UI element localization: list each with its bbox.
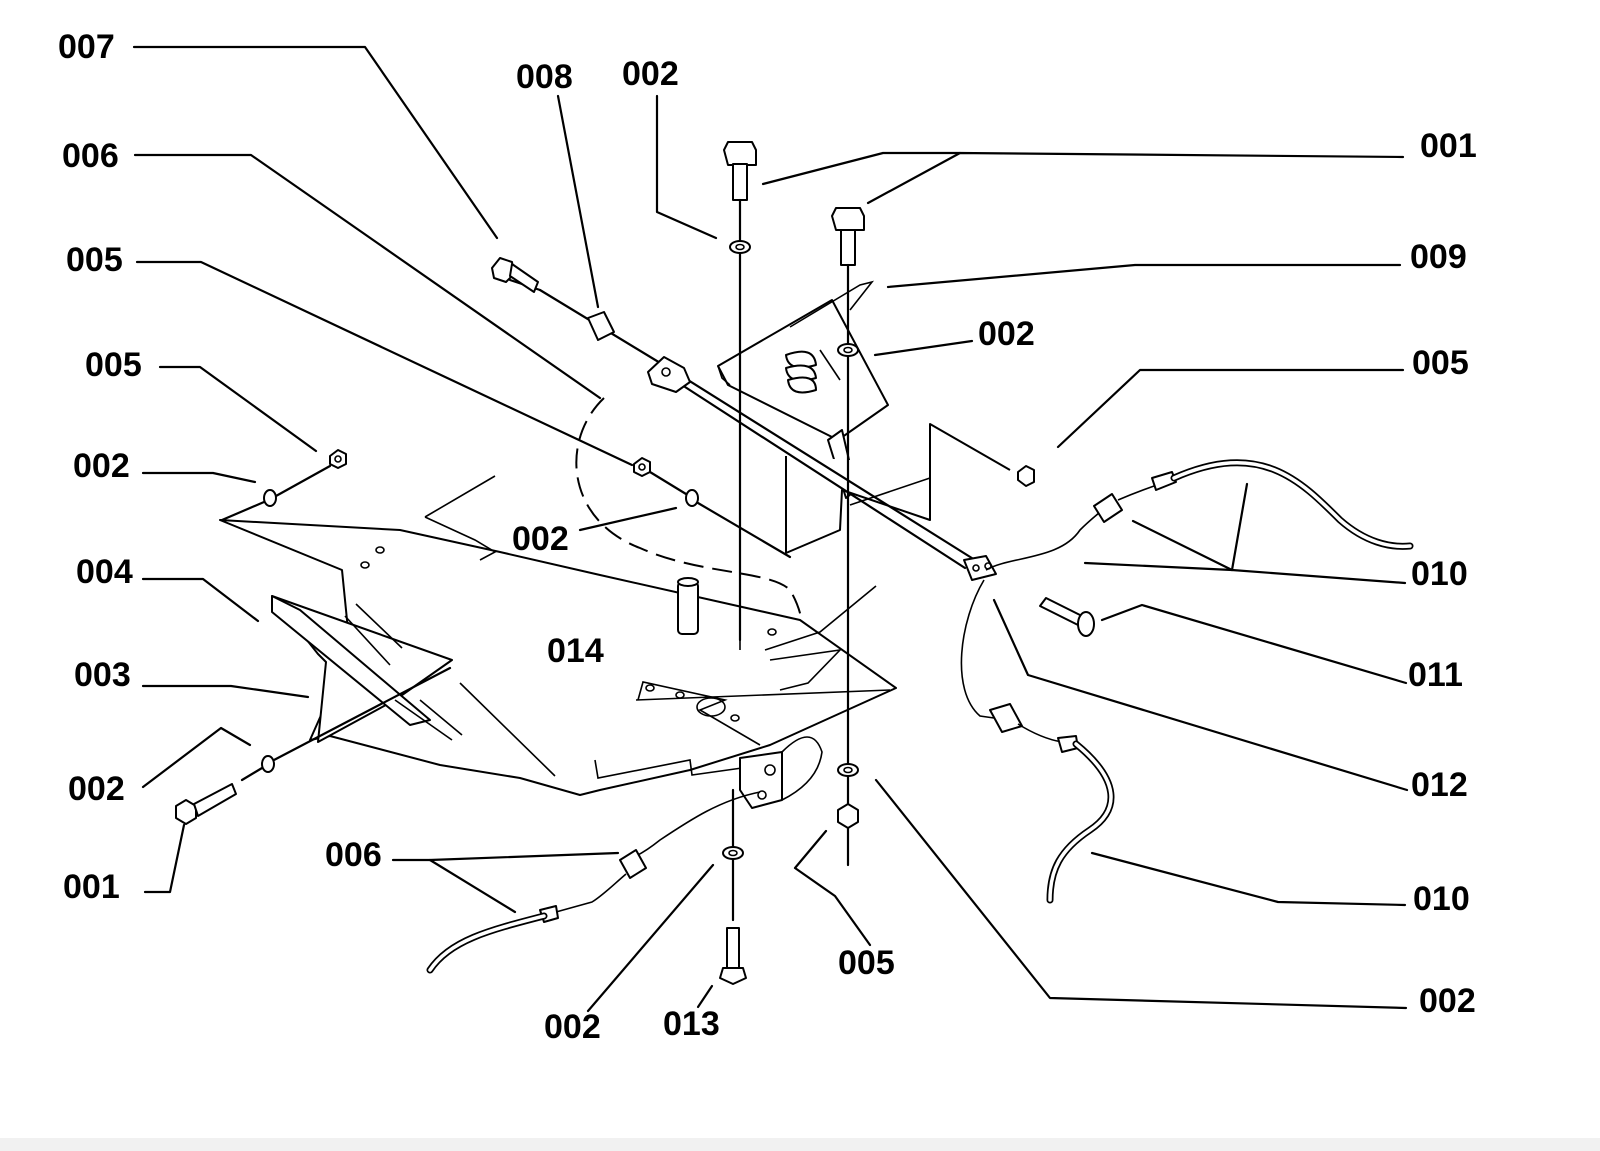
callout-008: 008: [516, 58, 573, 96]
callout-005: 005: [85, 346, 142, 384]
callout-002: 002: [68, 770, 125, 808]
vertical-bolts: [719, 141, 865, 985]
center-fasteners: [633, 457, 792, 559]
callout-005: 005: [1412, 344, 1469, 382]
callout-002: 002: [512, 520, 569, 558]
callout-007: 007: [58, 28, 115, 66]
callout-001: 001: [1420, 127, 1477, 165]
callout-002: 002: [544, 1008, 601, 1046]
callout-011: 011: [1408, 656, 1463, 694]
callout-005: 005: [66, 241, 123, 279]
shaft: [491, 257, 977, 570]
callout-006: 006: [325, 836, 382, 874]
callout-001: 001: [63, 868, 120, 906]
right-nut: [1017, 465, 1035, 487]
callout-010: 010: [1411, 555, 1468, 593]
callout-010: 010: [1413, 880, 1470, 918]
assembly-drawing: [175, 141, 1414, 985]
cable-bracket: [963, 555, 997, 581]
callout-014: 014: [547, 632, 604, 670]
cable-006: [426, 791, 761, 974]
callout-002: 002: [978, 315, 1035, 353]
left-lower-fasteners: [175, 666, 452, 825]
cables-010: [960, 459, 1414, 904]
bolt-011: [1039, 597, 1095, 637]
side-bracket: [271, 595, 463, 743]
callout-012: 012: [1411, 766, 1468, 804]
callout-006: 006: [62, 137, 119, 175]
callout-013: 013: [663, 1005, 720, 1043]
left-upper-fasteners: [220, 449, 347, 522]
callout-003: 003: [74, 656, 131, 694]
bottom-edge-strip: [0, 1138, 1600, 1151]
callout-002: 002: [622, 55, 679, 93]
callout-labels: 007 008 002 001 006 009 005 002 005 005 …: [58, 28, 1477, 1046]
leader-lines: [132, 45, 1409, 1013]
callout-004: 004: [76, 553, 133, 591]
callout-002: 002: [1419, 982, 1476, 1020]
callout-002: 002: [73, 447, 130, 485]
pin-014: [677, 577, 699, 635]
callout-005: 005: [838, 944, 895, 982]
callout-009: 009: [1410, 238, 1467, 276]
